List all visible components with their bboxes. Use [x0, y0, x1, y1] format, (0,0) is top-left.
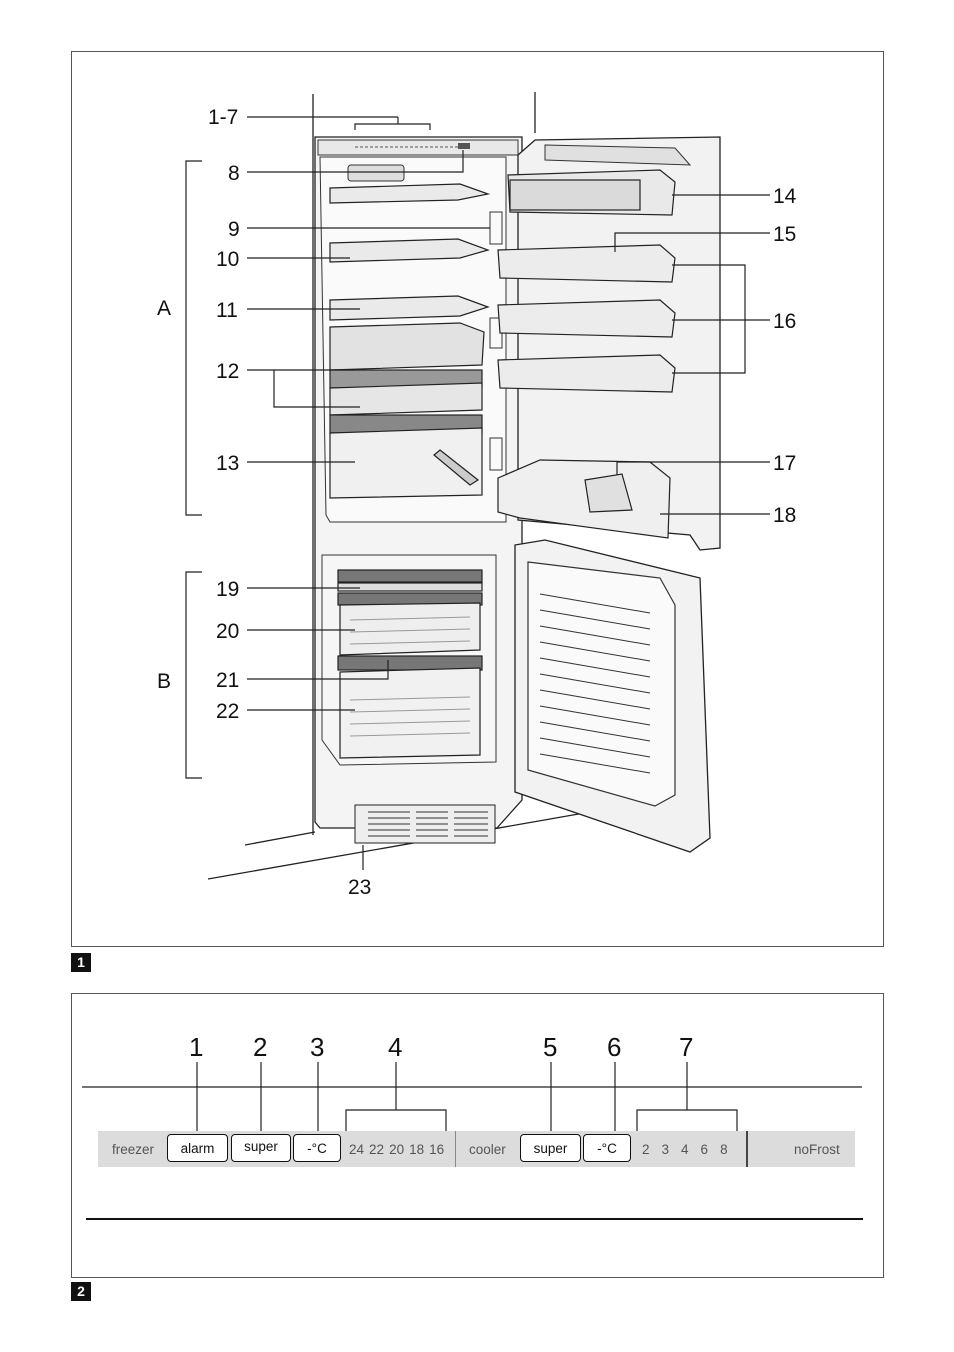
group-label-a: A — [157, 297, 171, 320]
nofrost-label: noFrost — [794, 1142, 840, 1157]
panel-divider — [455, 1131, 456, 1167]
callout-16: 16 — [773, 310, 796, 333]
callout-19: 19 — [216, 578, 239, 601]
panel-divider — [746, 1131, 748, 1167]
panel-callout-6: 6 — [607, 1032, 621, 1062]
callout-15: 15 — [773, 223, 796, 246]
panel-callout-5: 5 — [543, 1032, 557, 1062]
callout-18: 18 — [773, 504, 796, 527]
callout-22: 22 — [216, 700, 239, 723]
alarm-button[interactable]: alarm — [167, 1134, 228, 1162]
freezer-scale-value: 24 — [349, 1142, 365, 1157]
cooler-scale-value: 6 — [700, 1142, 709, 1157]
freezer-scale-value: 18 — [409, 1142, 425, 1157]
cooler-scale-value: 2 — [642, 1142, 650, 1157]
cooler-label: cooler — [469, 1142, 506, 1157]
fridge-illustration: 1-7 8 9 10 11 12 13 14 15 16 17 18 19 20… — [157, 92, 797, 899]
callout-13: 13 — [216, 452, 239, 475]
callout-9: 9 — [228, 218, 240, 241]
freezer-super-button[interactable]: super — [231, 1134, 291, 1162]
panel-callout-1: 1 — [189, 1032, 203, 1062]
callout-11: 11 — [216, 299, 238, 322]
callout-10: 10 — [216, 248, 239, 271]
panel-callout-2: 2 — [253, 1032, 267, 1062]
figure-2-number: 2 — [71, 1282, 91, 1301]
freezer-label: freezer — [112, 1142, 155, 1157]
callout-23: 23 — [348, 876, 371, 899]
panel-callout-lines: 1 2 3 4 5 6 7 — [82, 1032, 863, 1220]
group-label-b: B — [157, 670, 171, 693]
freezer-scale-value: 16 — [429, 1142, 445, 1157]
cooler-temp-button[interactable]: -°C — [583, 1134, 631, 1162]
panel-callout-3: 3 — [310, 1032, 324, 1062]
callout-1-7: 1-7 — [208, 106, 238, 129]
callout-20: 20 — [216, 620, 239, 643]
cooler-scale-value: 3 — [661, 1142, 670, 1157]
panel-callout-4: 4 — [388, 1032, 402, 1062]
cooler-scale-value: 4 — [681, 1142, 689, 1157]
cooler-super-button[interactable]: super — [520, 1134, 581, 1162]
callout-8: 8 — [228, 162, 240, 185]
panel-callout-7: 7 — [679, 1032, 693, 1062]
callout-17: 17 — [773, 452, 796, 475]
freezer-scale-value: 20 — [389, 1142, 405, 1157]
freezer-temp-button[interactable]: -°C — [293, 1134, 341, 1162]
figure-1-number: 1 — [71, 953, 91, 972]
freezer-temperature-scale: 24 22 20 18 16 — [349, 1142, 449, 1157]
freezer-scale-value: 22 — [369, 1142, 385, 1157]
callout-14: 14 — [773, 185, 797, 208]
callout-21: 21 — [216, 669, 239, 692]
callout-12: 12 — [216, 360, 239, 383]
cooler-scale-value: 8 — [720, 1142, 728, 1157]
